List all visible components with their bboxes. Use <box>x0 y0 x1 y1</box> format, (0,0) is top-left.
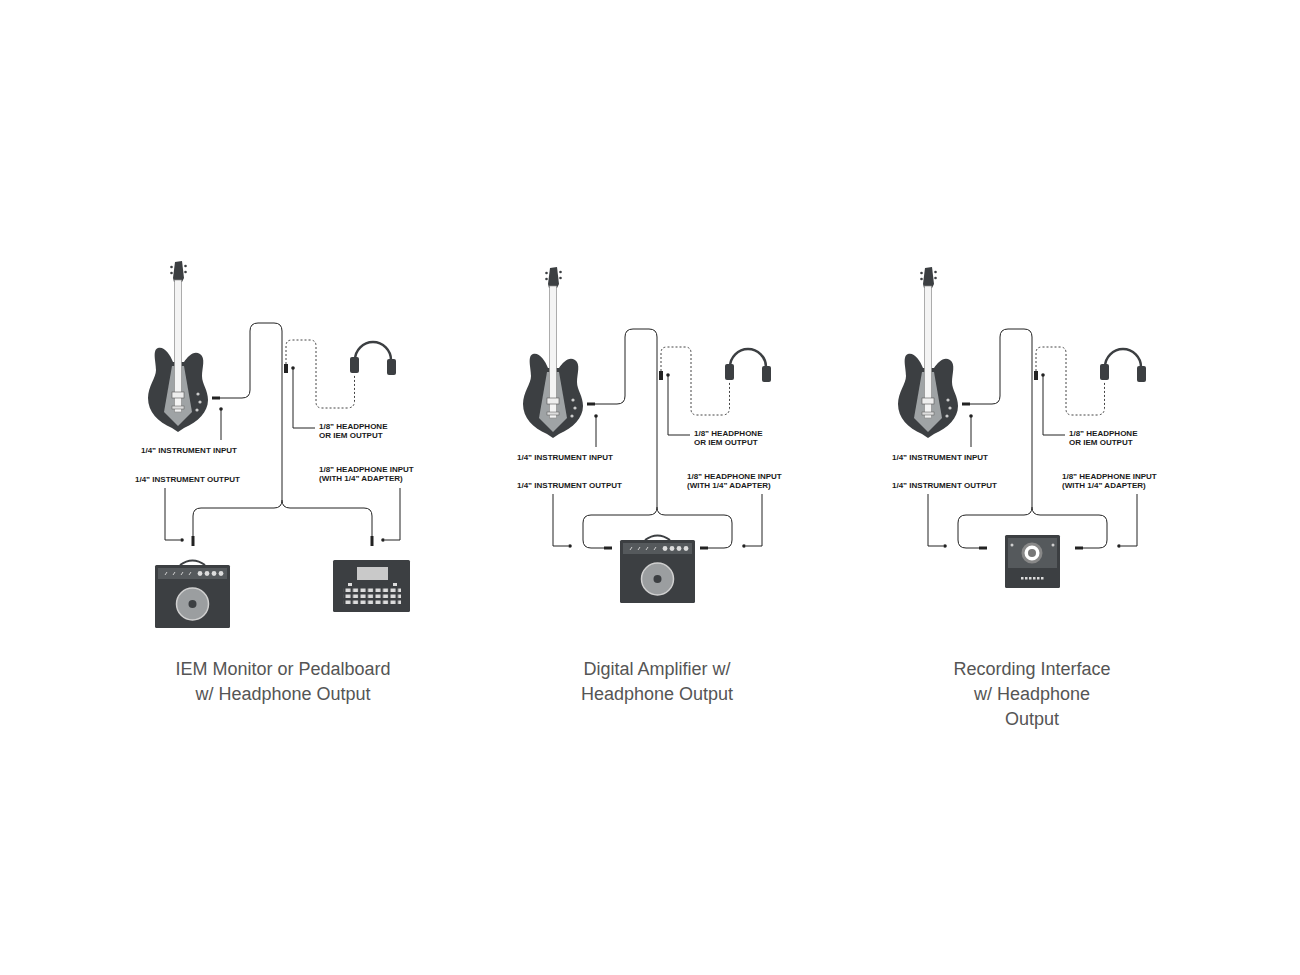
port-label: 1/4” INSTRUMENT OUTPUT <box>517 481 622 490</box>
port-label: 1/8” HEADPHONE INPUT (WITH 1/4” ADAPTER) <box>687 472 801 490</box>
leader-dot <box>381 538 385 542</box>
instrument-cable <box>282 500 372 546</box>
headphone-cable <box>286 340 355 408</box>
pedalboard <box>393 583 397 586</box>
recording-interface <box>1008 538 1057 568</box>
port-label: 1/8” HEADPHONE OR IEM OUTPUT <box>1069 429 1145 447</box>
recording-interface <box>1021 577 1024 580</box>
bass-guitar <box>148 261 220 432</box>
panel-caption: Recording Interface w/ Headphone Output <box>945 657 1119 732</box>
recording-interface <box>1041 577 1044 580</box>
recording-interface <box>1033 577 1036 580</box>
recording-interface <box>1052 544 1055 547</box>
leader-line <box>293 368 315 428</box>
leader-dot <box>180 538 184 542</box>
pedalboard <box>357 567 388 580</box>
leader-line <box>221 409 222 440</box>
port-label: 1/4” INSTRUMENT INPUT <box>141 446 237 455</box>
panel-two-wiring <box>523 267 771 550</box>
amplifier <box>620 536 695 604</box>
recording-interface <box>1011 544 1014 547</box>
panel-caption: Digital Amplifier w/ Headphone Output <box>570 657 744 707</box>
port-label: 1/8” HEADPHONE OR IEM OUTPUT <box>694 429 770 447</box>
recording-interface <box>1029 577 1032 580</box>
panel-three-wiring <box>898 267 1146 550</box>
plug <box>371 536 374 546</box>
port-label: 1/8” HEADPHONE INPUT (WITH 1/4” ADAPTER) <box>1062 472 1176 490</box>
pedalboard <box>333 560 410 612</box>
instrument-cable <box>193 323 282 546</box>
leader-line <box>385 488 400 540</box>
plug <box>192 536 195 546</box>
pedalboard <box>333 560 410 612</box>
panel-one <box>148 261 410 628</box>
port-label: 1/4” INSTRUMENT OUTPUT <box>892 481 997 490</box>
port-label: 1/8” HEADPHONE OR IEM OUTPUT <box>319 422 395 440</box>
recording-interface <box>1005 535 1060 588</box>
recording-interface <box>1028 549 1036 557</box>
recording-interface <box>1005 535 1060 588</box>
port-label: 1/8” HEADPHONE INPUT (WITH 1/4” ADAPTER) <box>319 465 433 483</box>
amplifier <box>155 561 230 629</box>
leader-line <box>165 488 180 540</box>
plug <box>284 364 288 373</box>
port-label: 1/4” INSTRUMENT OUTPUT <box>135 475 240 484</box>
recording-interface <box>1037 577 1040 580</box>
headphones <box>350 342 396 375</box>
panel-caption: IEM Monitor or Pedalboard w/ Headphone O… <box>169 657 397 707</box>
recording-interface <box>1025 577 1028 580</box>
pedalboard <box>348 583 352 586</box>
port-label: 1/4” INSTRUMENT INPUT <box>517 453 613 462</box>
port-label: 1/4” INSTRUMENT INPUT <box>892 453 988 462</box>
pedalboard <box>343 588 401 605</box>
recording-interface <box>1023 544 1041 562</box>
